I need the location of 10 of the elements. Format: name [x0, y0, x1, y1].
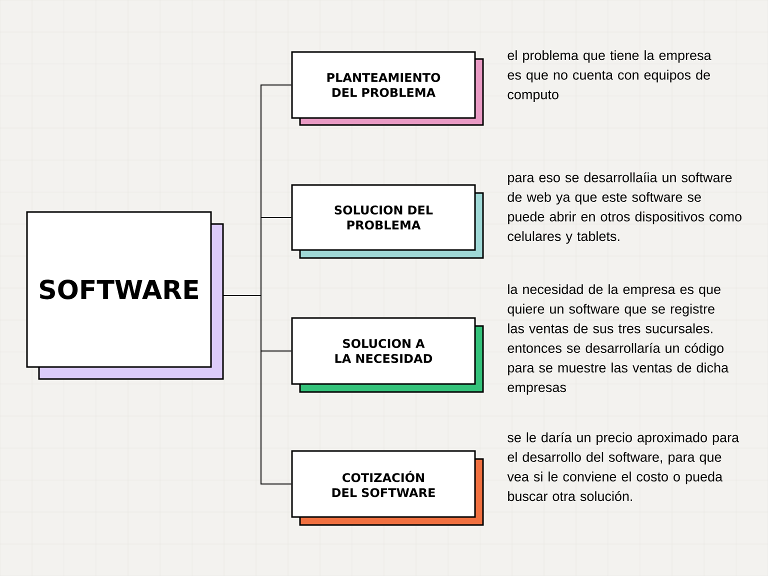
heading-box: PLANTEAMIENTO DEL PROBLEMA	[291, 51, 476, 119]
connector	[223, 295, 292, 484]
description-text: para eso se desarrollaíia un software de web ya que este software se puede abrir en otros dispositivos como celulares y tablets.	[508, 172, 742, 244]
description-text: la necesidad de la empresa es que quiere un software que se registre las ventas de sus tres sucursales. entonces se desarrollaría un código para se muestre las ventas de dicha empresas	[508, 284, 729, 395]
heading-box: COTIZACIÓN DEL SOFTWARE	[291, 450, 476, 518]
heading-box: SOLUCION DEL PROBLEMA	[291, 184, 476, 251]
heading-box: SOLUCION A LA NECESIDAD	[291, 317, 476, 385]
description-text: el problema que tiene la empresa es que no cuenta con equipos de computo	[508, 50, 712, 102]
topic-box: SOFTWARE	[26, 211, 212, 368]
description-text: se le daría un precio aproximado para el desarrollo del software, para que vea si le conviene el costo o pueda buscar otra solución.	[507, 432, 740, 502]
